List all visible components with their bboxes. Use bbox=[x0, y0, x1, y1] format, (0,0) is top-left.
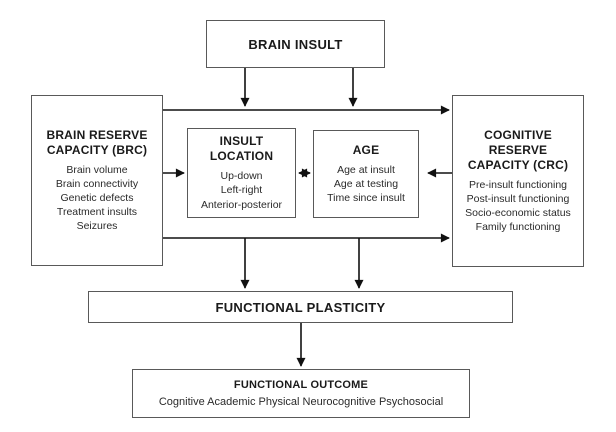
list-item: Left-right bbox=[220, 184, 263, 197]
list-item: Pre-insult functioning bbox=[468, 178, 568, 191]
list-item: Socio-economic status bbox=[465, 207, 571, 219]
box-brain-reserve-capacity: BRAIN RESERVE CAPACITY (BRC) Brain volum… bbox=[31, 95, 163, 266]
brain-reserve-title: BRAIN RESERVE CAPACITY (BRC) bbox=[46, 127, 148, 157]
brain-reserve-items: Brain volume Brain connectivity Genetic … bbox=[56, 163, 138, 234]
functional-outcome-title: FUNCTIONAL OUTCOME bbox=[233, 379, 369, 392]
insult-location-items: Up-down Left-right Anterior-posterior bbox=[201, 169, 282, 212]
insult-location-title: INSULT LOCATION bbox=[209, 134, 274, 164]
age-title: AGE bbox=[352, 142, 380, 157]
list-item: Brain volume bbox=[66, 163, 128, 176]
brain-insult-label: BRAIN INSULT bbox=[248, 36, 343, 52]
list-item: Anterior-posterior bbox=[200, 198, 283, 211]
functional-plasticity-label: FUNCTIONAL PLASTICITY bbox=[215, 299, 386, 315]
list-item: Treatment insults bbox=[56, 206, 138, 219]
box-insult-location: INSULT LOCATION Up-down Left-right Anter… bbox=[187, 128, 296, 218]
list-item: Seizures bbox=[76, 220, 118, 233]
list-item: Up-down bbox=[220, 170, 263, 183]
box-age: AGE Age at insult Age at testing Time si… bbox=[313, 130, 419, 218]
box-functional-plasticity: FUNCTIONAL PLASTICITY bbox=[88, 291, 513, 323]
box-functional-outcome: FUNCTIONAL OUTCOME Cognitive Academic Ph… bbox=[132, 369, 470, 418]
list-item: Age at testing bbox=[333, 177, 399, 190]
list-item: Time since insult bbox=[327, 192, 405, 205]
list-item: Genetic defects bbox=[60, 191, 134, 204]
functional-outcome-subtitle: Cognitive Academic Physical Neurocogniti… bbox=[158, 395, 444, 408]
box-brain-insult: BRAIN INSULT bbox=[206, 20, 385, 68]
list-item: Age at insult bbox=[337, 163, 395, 176]
cognitive-reserve-title: COGNITIVE RESERVE CAPACITY (CRC) bbox=[467, 127, 569, 172]
cognitive-reserve-items: Pre-insult functioning Post-insult funct… bbox=[465, 178, 571, 235]
list-item: Post-insult functioning bbox=[466, 192, 570, 205]
age-items: Age at insult Age at testing Time since … bbox=[327, 163, 405, 206]
list-item: Brain connectivity bbox=[55, 177, 139, 190]
list-item: Family functioning bbox=[475, 221, 561, 234]
box-cognitive-reserve-capacity: COGNITIVE RESERVE CAPACITY (CRC) Pre-ins… bbox=[452, 95, 584, 267]
